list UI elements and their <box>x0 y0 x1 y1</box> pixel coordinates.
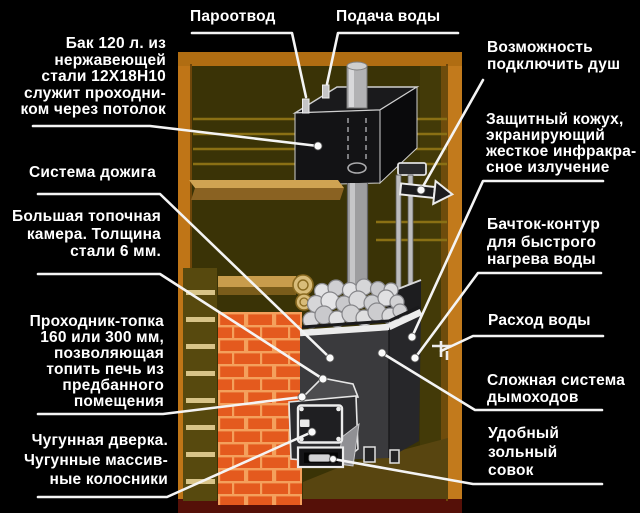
label-firebox-chamber: Большая топочная камера. Толщина стали 6… <box>11 208 161 260</box>
line-steam-outlet <box>190 31 308 99</box>
wall-beam <box>218 274 314 311</box>
leader-dots <box>297 141 426 463</box>
line-tank <box>31 124 320 148</box>
line-scoop <box>331 457 604 486</box>
label-flue-system: Сложная система дымоходов <box>487 372 626 406</box>
label-contour-tank: Бачток-контур для быстрого нагрева воды <box>487 216 600 268</box>
ladder <box>183 268 217 501</box>
brick-column <box>218 312 302 505</box>
line-screen <box>410 179 605 339</box>
floor <box>303 438 448 499</box>
tank-internal-pipe <box>347 118 367 174</box>
label-steam-outlet: Пароотвод <box>190 8 276 25</box>
line-flues <box>380 351 604 412</box>
label-water-flow: Расход воды <box>488 312 591 329</box>
line-contour <box>413 271 603 360</box>
stove-pipe <box>346 183 369 290</box>
water-inlet-nozzle <box>322 84 330 99</box>
line-afterburn <box>36 192 332 360</box>
line-flow <box>439 334 605 353</box>
chimney-pipe <box>346 61 368 109</box>
label-protective-screen: Защитный кожух, экранирующий жесткое инф… <box>486 111 637 176</box>
leader-lines <box>31 31 605 499</box>
label-water-supply: Подача воды <box>336 8 441 25</box>
label-firebox-passage: Проходник-топка 160 или 300 мм, позволяю… <box>29 313 164 410</box>
shelf-board <box>189 180 344 200</box>
steam-nozzle <box>302 98 310 114</box>
label-shower-option: Возможность подключить душ <box>487 39 621 73</box>
contour-pipes <box>395 162 427 348</box>
label-cast-iron-door: Чугунная дверка. Чугунные массив- ные ко… <box>23 432 168 488</box>
line-chamber <box>36 272 325 381</box>
line-shower <box>419 78 485 192</box>
label-afterburn-system: Система дожига <box>28 164 156 181</box>
firebox-door <box>296 404 344 444</box>
line-door <box>36 430 314 499</box>
water-tank <box>292 61 420 186</box>
line-passage <box>36 395 304 416</box>
stove-feet <box>363 446 400 464</box>
label-tank: Бак 120 л. из нержавеющей стали 12Х18Н10… <box>20 35 166 118</box>
label-ash-scoop: Удобный зольный совок <box>488 425 560 479</box>
line-water-supply <box>325 31 460 86</box>
